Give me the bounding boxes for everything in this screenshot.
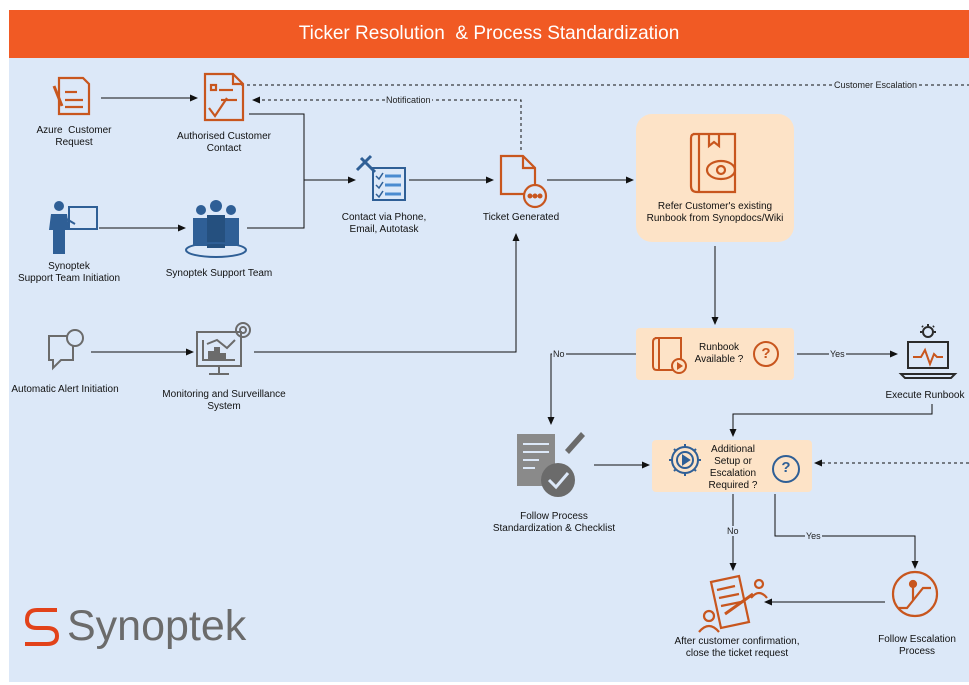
question-mark: ? — [781, 459, 791, 476]
alert-chat-icon — [48, 329, 84, 371]
presenter-icon — [49, 201, 98, 254]
question-circle-icon — [753, 341, 779, 367]
request-form-icon — [52, 76, 91, 116]
node-additional-setup-label: Additional Setup or Escalation Required … — [708, 444, 758, 491]
node-follow-process-label: Follow Process Standardization & Checkli… — [492, 511, 616, 534]
runbook-decision-box — [636, 328, 794, 380]
node-ticket-generated-label: Ticket Generated — [482, 212, 560, 223]
edge-label-notification: Notification — [385, 95, 432, 105]
edge-label-customer-escalation: Customer Escalation — [833, 80, 919, 90]
node-execute-runbook-label: Execute Runbook — [885, 390, 965, 401]
node-authorised-contact-label: Authorised Customer Contact — [177, 131, 271, 154]
checklist-approved-icon — [517, 432, 585, 497]
edge-team-to-contactvia — [247, 180, 305, 229]
node-contact-via-label: Contact via Phone, Email, Autotask — [341, 212, 427, 235]
edge-execute-to-setup — [729, 404, 933, 437]
node-runbook-available-label: Runbook Available ? — [694, 342, 744, 365]
edge-label-no: No — [726, 526, 740, 536]
diagram-canvas: Ticker Resolution & Process Standardizat… — [9, 10, 969, 682]
flow-connectors — [24, 72, 969, 646]
node-monitoring-label: Monitoring and Surveillance System — [162, 389, 286, 412]
synoptek-logo-text: Synoptek — [67, 602, 247, 650]
node-auto-alert-label: Automatic Alert Initiation — [11, 384, 119, 395]
escalator-icon — [891, 570, 939, 618]
node-support-initiation-label: Synoptek Support Team Initiation — [17, 261, 121, 284]
sign-document-icon — [698, 574, 768, 633]
tools-checklist-icon — [355, 154, 406, 201]
edge-contact-to-contactvia — [249, 113, 356, 184]
node-after-confirmation-label: After customer confirmation, close the t… — [674, 636, 800, 659]
laptop-monitor-icon — [898, 324, 958, 379]
book-play-icon — [652, 337, 687, 374]
node-support-team-label: Synoptek Support Team — [165, 268, 273, 279]
runbook-book-icon — [689, 132, 737, 194]
edge-decision-no — [547, 353, 636, 425]
edge-monitoring-to-ticket — [254, 233, 520, 353]
team-icon — [185, 200, 247, 258]
header-bar: Ticker Resolution & Process Standardizat… — [9, 10, 969, 58]
edge-setup-yes — [774, 494, 919, 569]
edge-label-no: No — [552, 349, 566, 359]
node-refer-runbook-label: Refer Customer's existing Runbook from S… — [646, 201, 784, 224]
page-title: Ticker Resolution & Process Standardizat… — [298, 23, 680, 44]
edge-label-yes: Yes — [829, 349, 846, 359]
synoptek-logo-icon — [24, 608, 60, 646]
node-azure-request-label: Azure Customer Request — [36, 125, 112, 148]
question-mark: ? — [761, 345, 771, 362]
gear-play-icon — [669, 444, 701, 476]
edge-label-yes: Yes — [805, 531, 822, 541]
checklist-document-icon — [203, 72, 245, 122]
edge-notification — [252, 96, 522, 150]
monitoring-system-icon — [196, 322, 251, 375]
question-circle-icon — [772, 455, 800, 483]
ticket-document-icon — [499, 154, 548, 209]
node-follow-escalation-label: Follow Escalation Process — [878, 634, 956, 657]
